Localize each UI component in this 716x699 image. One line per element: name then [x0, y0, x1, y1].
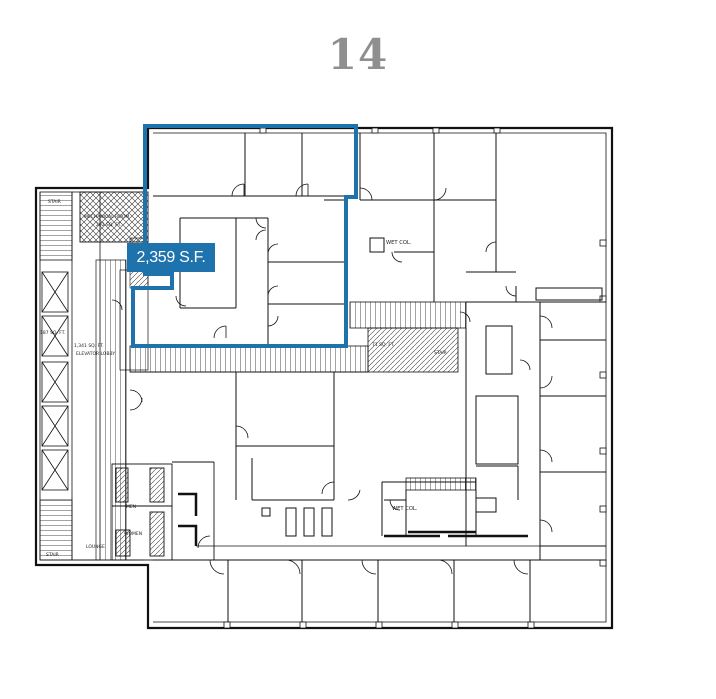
label-elevator-area: 1,341 SQ. FT. [74, 343, 104, 349]
label-stair-bottom: STAIR [46, 552, 59, 558]
label-men: MEN [126, 504, 136, 510]
label-mechanical-area: 292 SQ. FT. [96, 222, 121, 228]
suite-highlight-outline[interactable] [131, 124, 358, 348]
room-labels: STAIR MECHANICAL ROOM 292 SQ. FT. 187 SQ… [40, 199, 447, 558]
label-mechanical-room: MECHANICAL ROOM [84, 214, 129, 220]
label-stair-center: STAIR [434, 350, 447, 356]
suite-area-badge[interactable]: 2,359 S.F. [127, 243, 215, 272]
label-wet-col-south: WET COL. [392, 506, 418, 512]
floor-number: 14 [327, 30, 389, 79]
label-women: WOMEN [124, 531, 142, 537]
label-stair-center-area: 71 SQ. FT. [372, 342, 395, 348]
restrooms [111, 461, 215, 561]
label-elevator-lobby: ELEVATOR LOBBY [76, 351, 115, 357]
label-wet-col-north: WET COL. [386, 240, 412, 246]
label-lounge: LOUNGE [86, 544, 105, 550]
label-stair-top: STAIR [48, 199, 61, 205]
label-shaft-area: 187 SQ. FT. [40, 330, 65, 336]
core-west [39, 191, 149, 561]
door-swings [111, 183, 553, 575]
window-mullions [223, 127, 607, 629]
corridor [129, 301, 477, 491]
interior-walls [130, 133, 606, 622]
